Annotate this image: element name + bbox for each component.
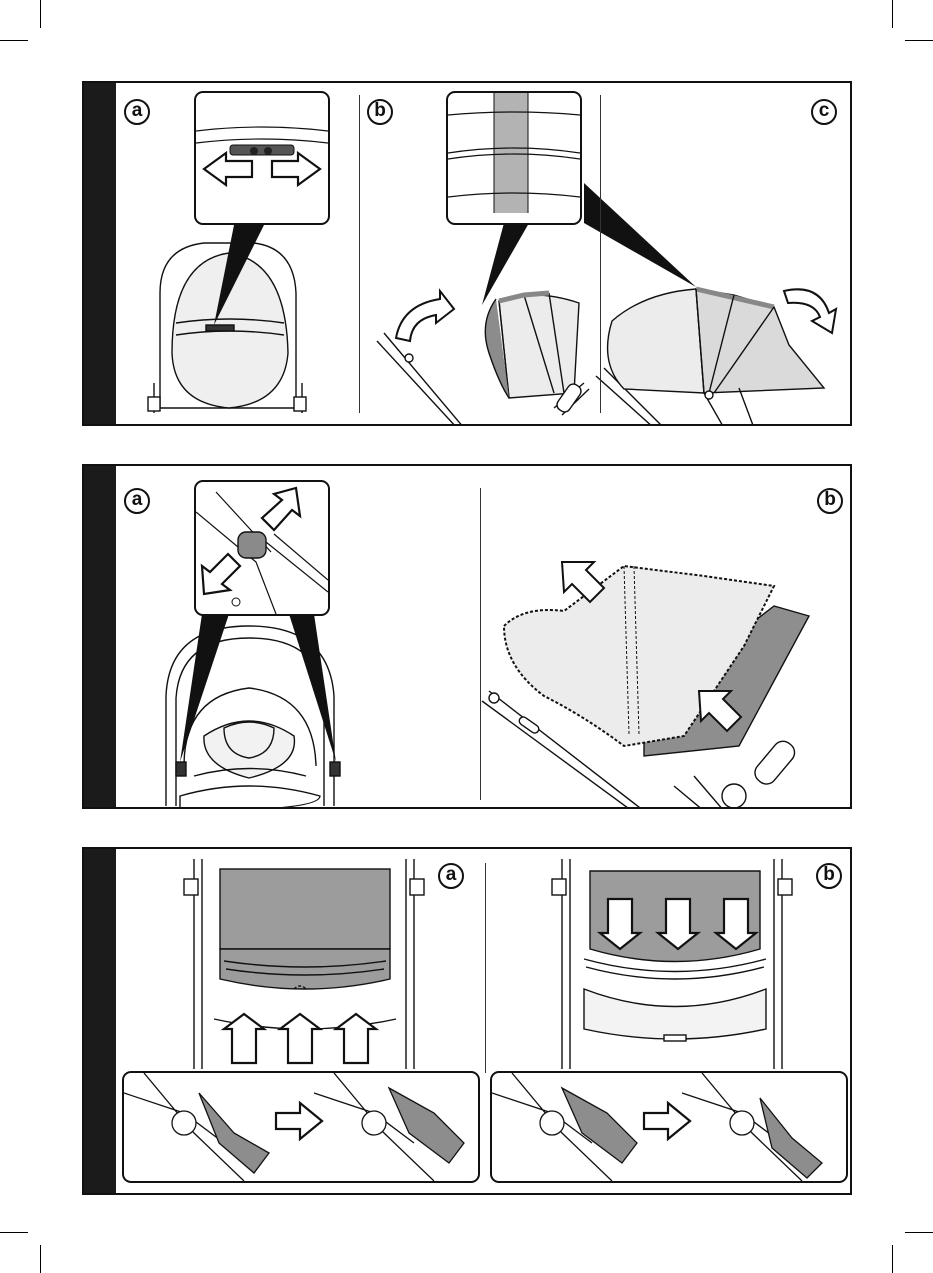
push-down-arrows — [600, 899, 756, 949]
step-label-c: c — [811, 99, 837, 125]
arrow-left-icon — [204, 153, 252, 185]
arrow-up-right-icon — [262, 488, 300, 530]
step-label-a: a — [124, 99, 150, 125]
crop-mark — [0, 1232, 28, 1233]
release-button-detail — [196, 482, 328, 614]
step-divider — [485, 863, 486, 1073]
zipper-detail-inset — [194, 91, 330, 225]
rotate-arrow-left — [396, 291, 454, 341]
canopy-side-view-c — [596, 289, 824, 426]
arrow-down-left-icon — [202, 554, 240, 594]
hinge-detail-inset-a — [122, 1071, 480, 1183]
step-label-a: a — [438, 863, 464, 889]
crop-mark — [905, 1232, 933, 1233]
hinge-sequence-a — [124, 1073, 478, 1181]
crop-mark — [40, 1245, 41, 1273]
rotate-arrow-right — [784, 289, 836, 333]
crop-mark — [0, 40, 28, 41]
crop-mark — [892, 1245, 893, 1273]
arrow-right-icon — [276, 1103, 322, 1139]
crop-mark — [905, 40, 933, 41]
step-label-b: b — [816, 863, 842, 889]
step-divider — [600, 95, 601, 413]
step-divider — [359, 95, 360, 413]
arrow-right-icon — [272, 153, 320, 185]
push-up-arrows — [224, 1014, 376, 1063]
instruction-panel-canopy-removal: a b — [82, 464, 852, 809]
instruction-panel-canopy-zip: a b c — [82, 81, 852, 426]
step-label-b: b — [367, 99, 393, 125]
step-divider — [480, 488, 481, 800]
step-label-a: a — [124, 488, 150, 514]
hinge-detail-inset-b — [490, 1071, 848, 1183]
callout-pointer — [482, 223, 529, 305]
canopy-seam-detail — [448, 93, 580, 223]
hinge-sequence-b — [492, 1073, 846, 1181]
release-button-inset — [194, 480, 330, 616]
instruction-panel-hood-fold: a b — [82, 847, 852, 1195]
step-label-b: b — [817, 488, 843, 514]
crop-mark — [40, 0, 41, 28]
seat-back-view-b — [552, 859, 792, 1069]
crop-mark — [892, 0, 893, 28]
arrow-right-icon — [644, 1103, 690, 1139]
zipper-detail — [196, 93, 328, 223]
canopy-seam-inset — [446, 91, 582, 225]
